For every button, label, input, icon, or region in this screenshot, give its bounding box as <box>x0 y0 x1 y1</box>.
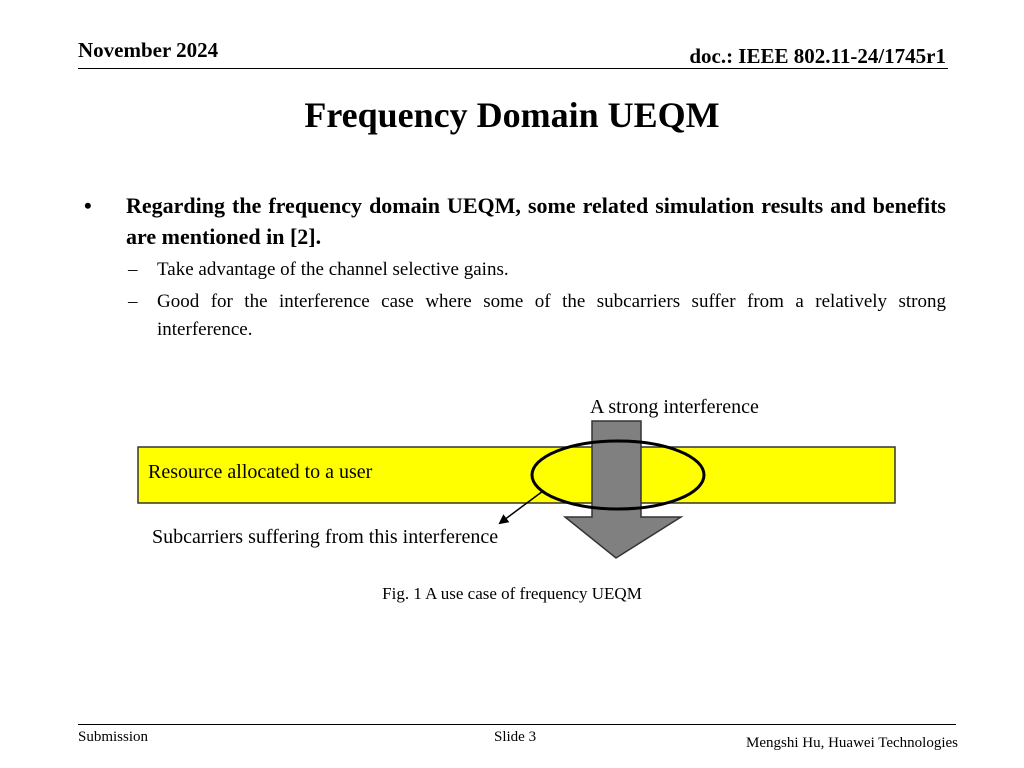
footer-slide-number: Slide 3 <box>494 729 537 745</box>
sub-bullet-1-text: Take advantage of the channel selective … <box>157 259 509 280</box>
interference-ellipse <box>530 439 706 511</box>
interference-arrow-icon <box>562 420 684 559</box>
bullet-main: • Regarding the frequency domain UEQM, s… <box>84 190 946 252</box>
sub-bullet-2-text: Good for the interference case where som… <box>157 291 946 340</box>
bullet-main-text: Regarding the frequency domain UEQM, som… <box>126 193 946 249</box>
sub-bullet-1: – Take advantage of the channel selectiv… <box>84 256 946 284</box>
figure-diagram: A strong interference Resource allocated… <box>137 396 896 559</box>
subcarriers-label: Subcarriers suffering from this interfer… <box>152 526 498 548</box>
bullet-list: • Regarding the frequency domain UEQM, s… <box>84 190 946 344</box>
resource-label: Resource allocated to a user <box>148 461 373 483</box>
slide-title: Frequency Domain UEQM <box>304 95 720 135</box>
header-date: November 2024 <box>78 38 219 62</box>
resource-bar <box>137 446 896 504</box>
header-doc-id: doc.: IEEE 802.11-24/1745r1 <box>689 44 946 68</box>
footer-submission: Submission <box>78 729 149 745</box>
sub-bullet-2: – Good for the interference case where s… <box>84 288 946 344</box>
interference-label: A strong interference <box>590 396 759 418</box>
dash-icon: – <box>128 291 138 312</box>
bullet-dot-icon: • <box>84 193 92 218</box>
footer-divider <box>78 724 956 725</box>
footer-author: Mengshi Hu, Huawei Technologies <box>746 735 958 751</box>
dash-icon: – <box>128 259 138 280</box>
header-divider <box>78 68 948 69</box>
figure-caption: Fig. 1 A use case of frequency UEQM <box>382 584 642 603</box>
pointer-arrow-icon <box>498 490 544 525</box>
